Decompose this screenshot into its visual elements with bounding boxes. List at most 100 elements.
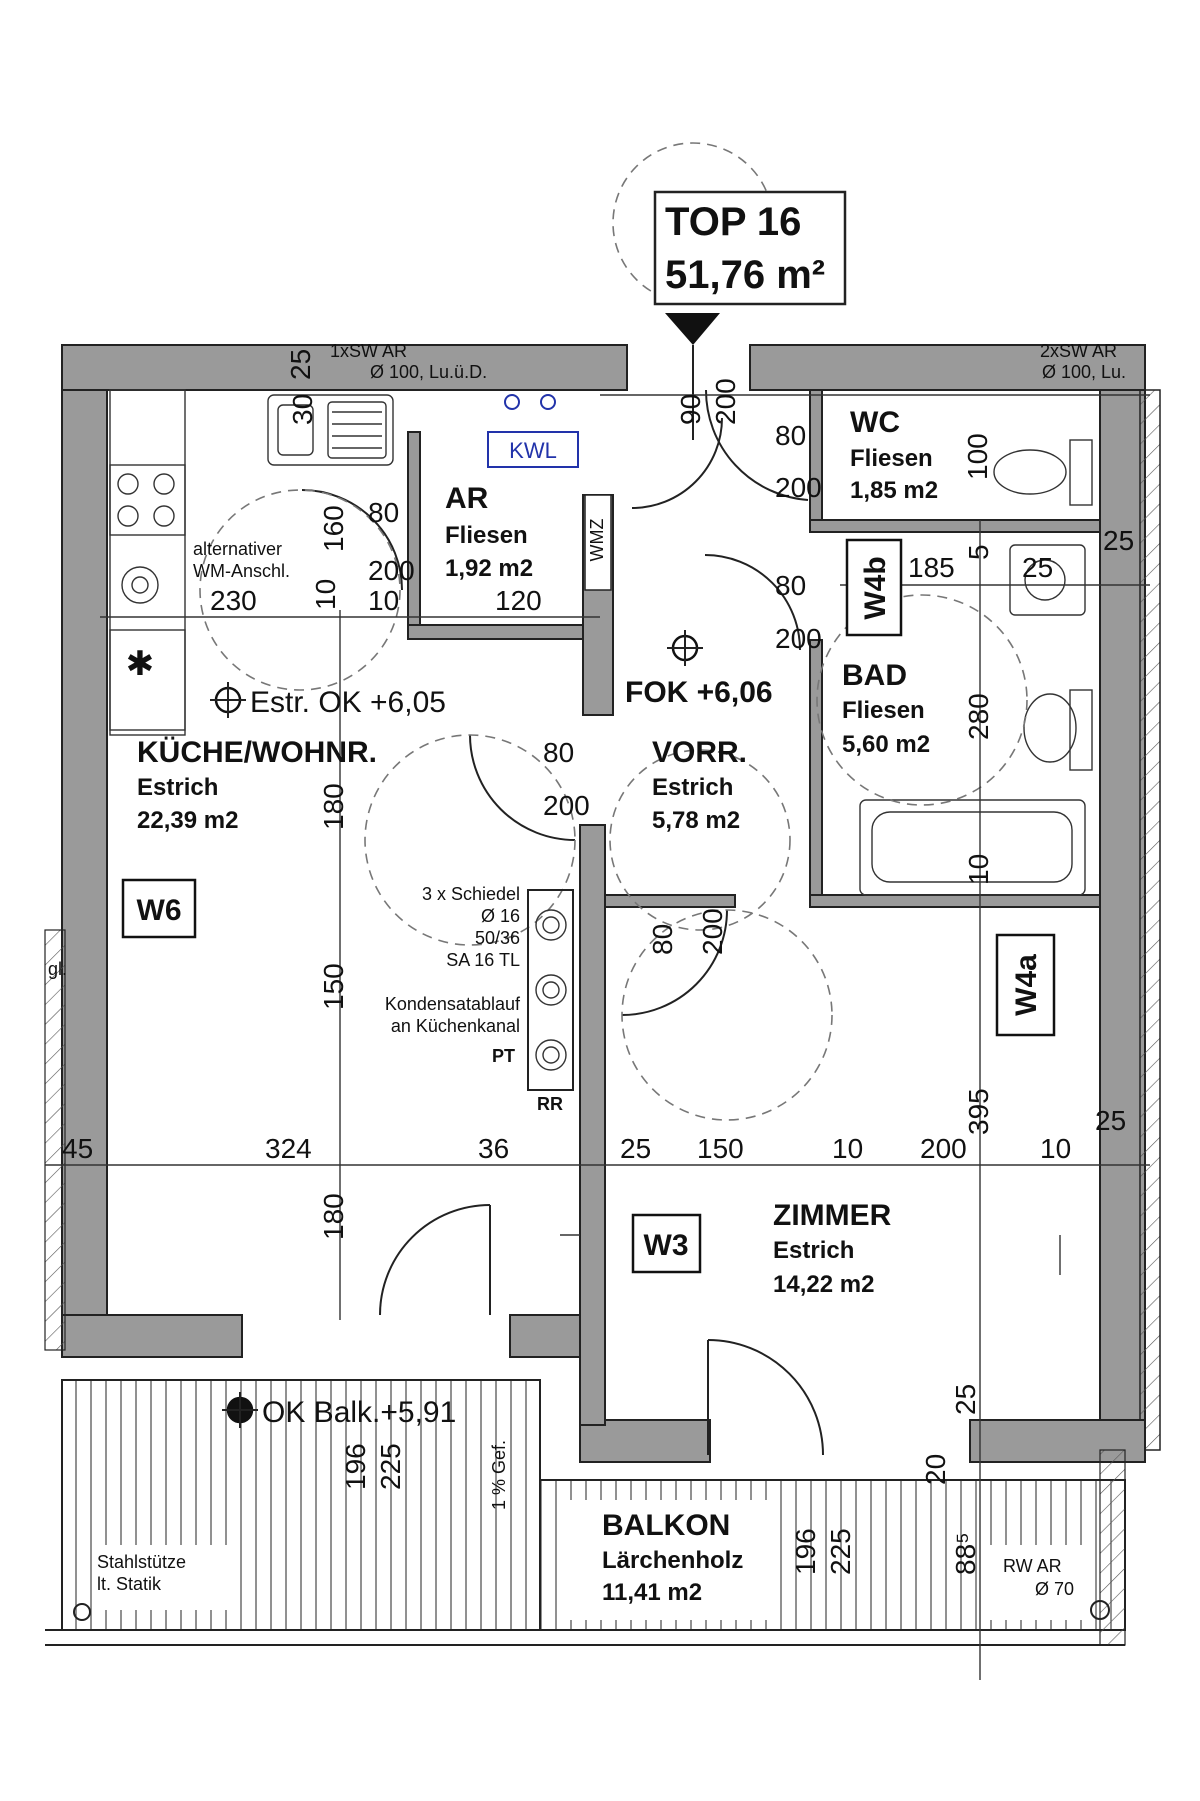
note-rw-2: Ø 70 [1035, 1579, 1074, 1599]
dim: 30 [287, 394, 318, 425]
level-markers: Estr. OK +6,05 FOK +6,06 OK Balk.+5,91 [210, 630, 773, 1429]
wc-floor: Fliesen [850, 445, 933, 472]
dim: 25 [950, 1384, 981, 1415]
wc-area: 1,85 m2 [850, 477, 938, 504]
note-stahl-2: lt. Statik [97, 1574, 162, 1594]
level-estr: Estr. OK +6,05 [250, 686, 446, 719]
dim: 80 [775, 420, 806, 451]
ar-name: AR [445, 482, 489, 515]
dim: 196 [340, 1443, 371, 1490]
kwl-label: KWL [509, 438, 557, 463]
dim: 324 [265, 1133, 312, 1164]
unit-label: TOP 16 [665, 200, 801, 244]
dim: 90 [675, 394, 706, 425]
dim: 10 [1040, 1133, 1071, 1164]
balkon-name: BALKON [602, 1509, 730, 1542]
dim: 180 [318, 783, 349, 830]
dim: 185 [908, 552, 955, 583]
dim: 10 [832, 1133, 863, 1164]
ar-floor: Fliesen [445, 522, 528, 549]
window-tag-w3: W3 [644, 1229, 689, 1262]
notes: 1xSW AR Ø 100, Lu.ü.D. 2xSW AR Ø 100, Lu… [48, 341, 1126, 1599]
level-balk: OK Balk.+5,91 [262, 1396, 456, 1429]
dim: 160 [318, 505, 349, 552]
kwl-outlet-icon [504, 394, 520, 410]
note-schiedel-4: SA 16 TL [446, 950, 520, 970]
dim: 100 [962, 433, 993, 480]
bathtub-icon [859, 799, 1086, 896]
note-kondensat-1: Kondensatablauf [385, 994, 521, 1014]
note-gefaelle: 1 % Gef. [489, 1440, 509, 1510]
room-labels: KÜCHE/WOHNR. Estrich 22,39 m2 AR Fliesen… [137, 406, 938, 1606]
bad-toilet-icon [1023, 689, 1093, 771]
level-marker-icon [667, 630, 703, 666]
note-sw-left-1: 1xSW AR [330, 341, 407, 361]
dim: 200 [697, 908, 728, 955]
chimney-icon [527, 889, 574, 1091]
dim: 36 [478, 1133, 509, 1164]
dim: 225 [375, 1443, 406, 1490]
kwl-outlet-icon [540, 394, 556, 410]
bad-area: 5,60 m2 [842, 731, 930, 758]
drain-pipe-icon [1090, 1600, 1110, 1620]
note-sw-left-2: Ø 100, Lu.ü.D. [370, 362, 487, 382]
dim: 180 [318, 1193, 349, 1240]
dim: 80 [647, 924, 678, 955]
title-box [653, 190, 847, 306]
balkon-area: 11,41 m2 [602, 1579, 702, 1606]
dimension-labels: 230 10 10 120 160 30 25 80 200 90 200 80… [62, 349, 1134, 1575]
note-schiedel-3: 50/36 [475, 928, 520, 948]
kitchen-fixtures: ✱ [109, 394, 394, 731]
dimension-lines [45, 394, 1150, 1680]
dim: 80 [543, 737, 574, 768]
window-tag-w6: W6 [137, 894, 182, 927]
note-wm-2: WM-Anschl. [193, 561, 290, 581]
note-kondensat-2: an Küchenkanal [391, 1016, 520, 1036]
dim: 200 [775, 623, 822, 654]
exterior-walls [44, 344, 1161, 1463]
dim: 200 [920, 1133, 967, 1164]
dim: 280 [963, 693, 994, 740]
washing-machine-icon [121, 566, 159, 604]
dim: 88⁵ [950, 1532, 981, 1575]
note-schiedel-2: Ø 16 [481, 906, 520, 926]
unit-area: 51,76 m² [665, 253, 825, 297]
dim: 5 [963, 544, 994, 560]
stove-icon [117, 473, 175, 527]
washbasin-icon [1009, 544, 1086, 616]
dim: 25 [1022, 552, 1053, 583]
level-marker-icon [222, 1392, 258, 1428]
bathroom-fixtures [859, 439, 1093, 896]
level-fok: FOK +6,06 [625, 676, 773, 709]
note-pt: PT [492, 1046, 515, 1066]
dim: 25 [1103, 525, 1134, 556]
dim: 120 [495, 585, 542, 616]
vorr-area: 5,78 m2 [652, 807, 740, 834]
vorr-floor: Estrich [652, 774, 733, 801]
kitchen-name: KÜCHE/WOHNR. [137, 736, 377, 769]
level-marker-icon [210, 682, 246, 718]
window-tag-w4b: W4b [859, 556, 892, 619]
balcony [45, 1379, 1126, 1646]
balkon-floor: Lärchenholz [602, 1547, 743, 1574]
note-sw-right-1: 2xSW AR [1040, 341, 1117, 361]
balcony-label-bg [560, 1500, 770, 1620]
kitchen-area: 22,39 m2 [137, 807, 238, 834]
wmz-label: WMZ [587, 519, 607, 562]
door-swings [199, 389, 1028, 1456]
wc-name: WC [850, 406, 900, 439]
note-rr: RR [537, 1094, 563, 1114]
dim: 225 [825, 1528, 856, 1575]
zimmer-floor: Estrich [773, 1237, 854, 1264]
dim: 150 [318, 963, 349, 1010]
note-rw-1: RW AR [1003, 1556, 1062, 1576]
dim: 200 [710, 378, 741, 425]
dim: 196 [790, 1528, 821, 1575]
zimmer-name: ZIMMER [773, 1199, 892, 1232]
note-sw-right-2: Ø 100, Lu. [1042, 362, 1126, 382]
dim: 25 [285, 349, 316, 380]
dim: 395 [963, 1088, 994, 1135]
note-schiedel-1: 3 x Schiedel [422, 884, 520, 904]
dim: 20 [920, 1454, 951, 1485]
